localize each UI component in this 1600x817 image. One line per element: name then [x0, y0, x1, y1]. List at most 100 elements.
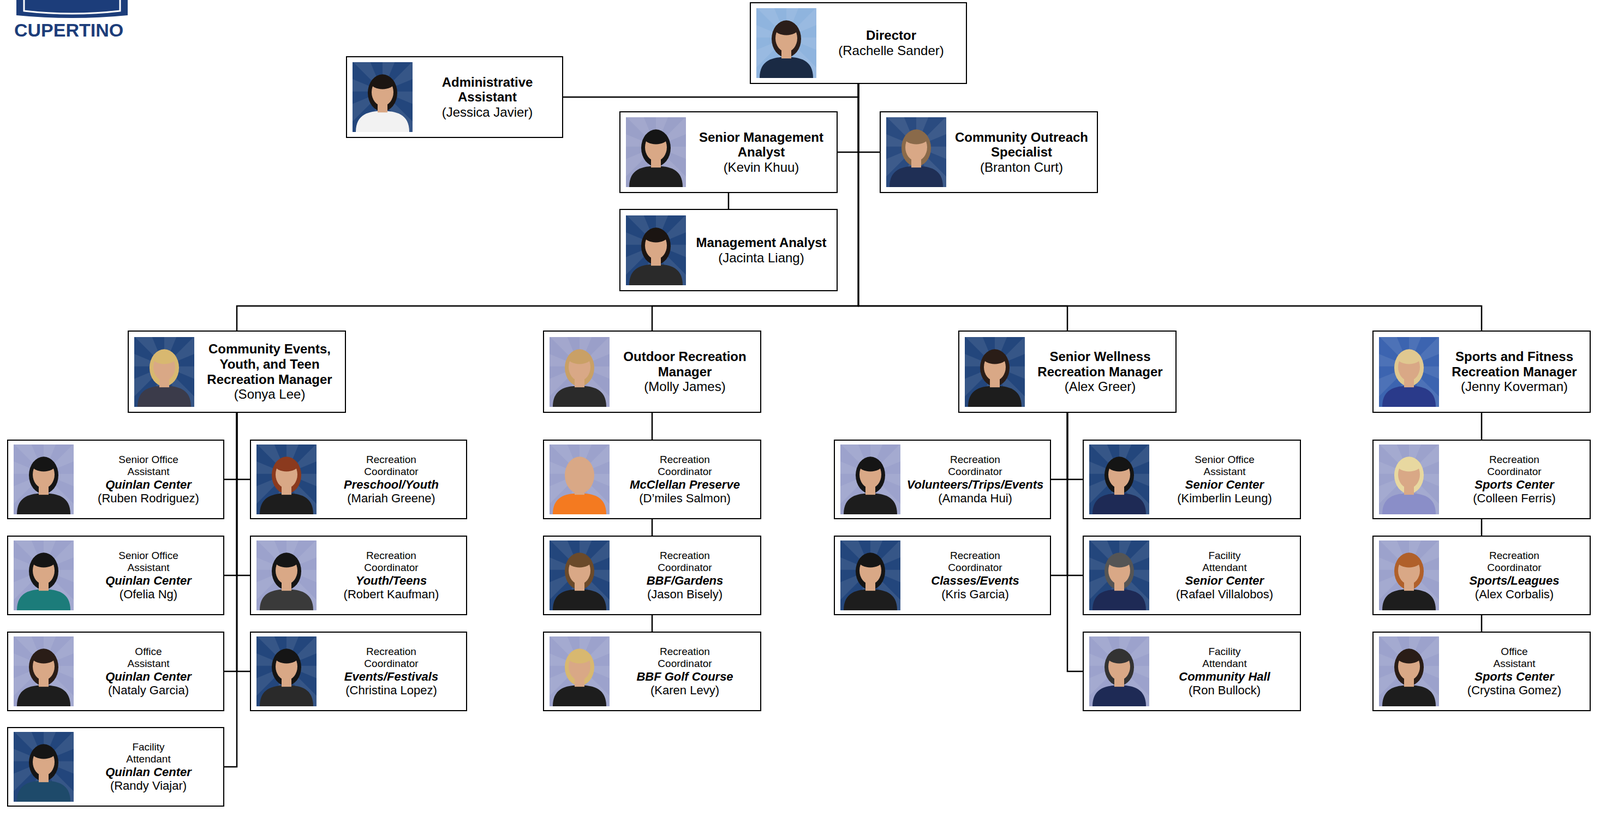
text-column: Senior Office AssistantQuinlan Center(Of… — [73, 547, 224, 604]
job-title: Community Events, Youth, and Teen Recrea… — [196, 341, 343, 387]
work-location: McClellan Preserve — [611, 478, 758, 492]
job-title: Outdoor Recreation Manager — [611, 349, 758, 380]
job-title: Recreation Coordinator — [1479, 454, 1550, 479]
text-column: Community Outreach Specialist(Branton Cu… — [946, 127, 1097, 178]
text-column: Office AssistantQuinlan Center(Nataly Ga… — [73, 643, 224, 700]
org-box: Recreation CoordinatorSports/Leagues(Ale… — [1372, 535, 1591, 616]
job-title: Management Analyst — [688, 235, 835, 251]
staff-name: (Ofelia Ng) — [75, 587, 222, 602]
job-title: Recreation Coordinator — [649, 646, 720, 671]
staff-name: (Christina Lopez) — [318, 683, 464, 698]
work-location: Sports Center — [1441, 478, 1588, 492]
job-title: Senior Office Assistant — [113, 454, 184, 479]
org-box: Office AssistantSports Center(Crystina G… — [1372, 631, 1591, 712]
org-box: Recreation CoordinatorSports Center(Coll… — [1372, 439, 1591, 520]
text-column: Recreation CoordinatorSports Center(Coll… — [1439, 451, 1590, 508]
text-column: Outdoor Recreation Manager(Molly James) — [609, 347, 761, 397]
org-box: Recreation CoordinatorBBF/Gardens(Jason … — [542, 535, 762, 616]
reporting-line — [1481, 413, 1483, 440]
staff-name: (Kimberlin Leung) — [1151, 491, 1298, 506]
portrait-photo — [13, 444, 74, 515]
text-column: Community Events, Youth, and Teen Recrea… — [194, 339, 345, 404]
portrait-photo — [1089, 444, 1150, 515]
work-location: Quinlan Center — [75, 670, 222, 684]
reporting-line — [1481, 615, 1483, 632]
portrait-photo — [256, 636, 317, 707]
text-column: Management Analyst(Jacinta Liang) — [685, 233, 837, 268]
job-title: Recreation Coordinator — [1479, 550, 1550, 575]
work-location: Senior Center — [1151, 478, 1298, 492]
portrait-photo — [1089, 540, 1150, 611]
portrait-photo — [549, 636, 610, 707]
portrait-photo — [549, 444, 610, 515]
job-title: Recreation Coordinator — [940, 454, 1011, 479]
reporting-line — [651, 413, 654, 440]
reporting-line — [651, 615, 654, 632]
text-column: Recreation CoordinatorYouth/Teens(Robert… — [316, 547, 467, 604]
portrait-photo — [549, 540, 610, 611]
text-column: Recreation CoordinatorPreschool/Youth(Ma… — [316, 451, 467, 508]
job-title: Facility Attendant — [1189, 550, 1260, 575]
portrait-photo — [1378, 444, 1440, 515]
staff-name: (Nataly Garcia) — [75, 683, 222, 698]
org-box: Management Analyst(Jacinta Liang) — [619, 209, 838, 292]
staff-name: (Jason Bisely) — [611, 587, 758, 602]
org-box: Facility AttendantQuinlan Center(Randy V… — [7, 727, 225, 808]
text-column: Office AssistantSports Center(Crystina G… — [1439, 643, 1590, 700]
staff-name: (Rachelle Sander) — [818, 43, 964, 59]
reporting-line — [1067, 413, 1083, 672]
org-box: Recreation CoordinatorVolunteers/Trips/E… — [833, 439, 1052, 520]
org-box: Facility AttendantSenior Center(Rafael V… — [1082, 535, 1301, 616]
org-box: Office AssistantQuinlan Center(Nataly Ga… — [7, 631, 225, 712]
portrait-photo — [13, 540, 74, 611]
reporting-line — [1481, 519, 1483, 536]
reporting-line — [224, 413, 237, 576]
text-column: Recreation CoordinatorClasses/Events(Kri… — [900, 547, 1050, 604]
org-box: Recreation CoordinatorPreschool/Youth(Ma… — [249, 439, 468, 520]
reporting-line — [236, 413, 250, 576]
staff-name: (Jessica Javier) — [414, 104, 560, 121]
text-column: Senior Office AssistantQuinlan Center(Ru… — [73, 451, 224, 508]
text-column: Administrative Assistant(Jessica Javier) — [412, 72, 563, 123]
reporting-line — [858, 84, 1482, 331]
org-box: Senior Office AssistantQuinlan Center(Ru… — [7, 439, 225, 520]
org-box: Sports and Fitness Recreation Manager(Je… — [1372, 330, 1591, 414]
portrait-photo — [964, 337, 1025, 408]
portrait-photo — [1378, 337, 1440, 408]
staff-name: (Jenny Koverman) — [1441, 379, 1588, 395]
reporting-line — [224, 413, 237, 480]
work-location: Youth/Teens — [318, 574, 464, 588]
org-box: Senior Wellness Recreation Manager(Alex … — [958, 330, 1177, 414]
job-title: Recreation Coordinator — [940, 550, 1011, 575]
portrait-photo — [256, 444, 317, 515]
job-title: Senior Wellness Recreation Manager — [1027, 349, 1174, 380]
staff-name: (D’miles Salmon) — [611, 491, 758, 506]
portrait-photo — [134, 337, 195, 408]
logo-shield — [16, 0, 128, 19]
job-title: Recreation Coordinator — [649, 550, 720, 575]
job-title: Administrative Assistant — [414, 74, 560, 105]
staff-name: (Amanda Hui) — [902, 491, 1048, 506]
job-title: Facility Attendant — [1189, 646, 1260, 671]
staff-name: (Kevin Khuu) — [688, 159, 835, 176]
work-location: Quinlan Center — [75, 478, 222, 492]
reporting-line — [727, 193, 730, 210]
staff-name: (Alex Greer) — [1027, 379, 1174, 395]
text-column: Recreation CoordinatorSports/Leagues(Ale… — [1439, 547, 1590, 604]
text-column: Recreation CoordinatorMcClellan Preserve… — [609, 451, 761, 508]
text-column: Recreation CoordinatorEvents/Festivals(C… — [316, 643, 467, 700]
text-column: Recreation CoordinatorVolunteers/Trips/E… — [900, 451, 1050, 508]
org-box: Director(Rachelle Sander) — [749, 2, 967, 85]
org-box: Recreation CoordinatorEvents/Festivals(C… — [249, 631, 468, 712]
text-column: Recreation CoordinatorBBF Golf Course(Ka… — [609, 643, 761, 700]
job-title: Office Assistant — [113, 646, 184, 671]
work-location: Community Hall — [1151, 670, 1298, 684]
portrait-photo — [1089, 636, 1150, 707]
staff-name: (Alex Corbalis) — [1441, 587, 1588, 602]
text-column: Senior Wellness Recreation Manager(Alex … — [1024, 347, 1176, 397]
staff-name: (Jacinta Liang) — [688, 250, 835, 266]
reporting-line — [858, 84, 880, 153]
org-box: Senior Office AssistantQuinlan Center(Of… — [7, 535, 225, 616]
job-title: Facility Attendant — [113, 741, 184, 766]
